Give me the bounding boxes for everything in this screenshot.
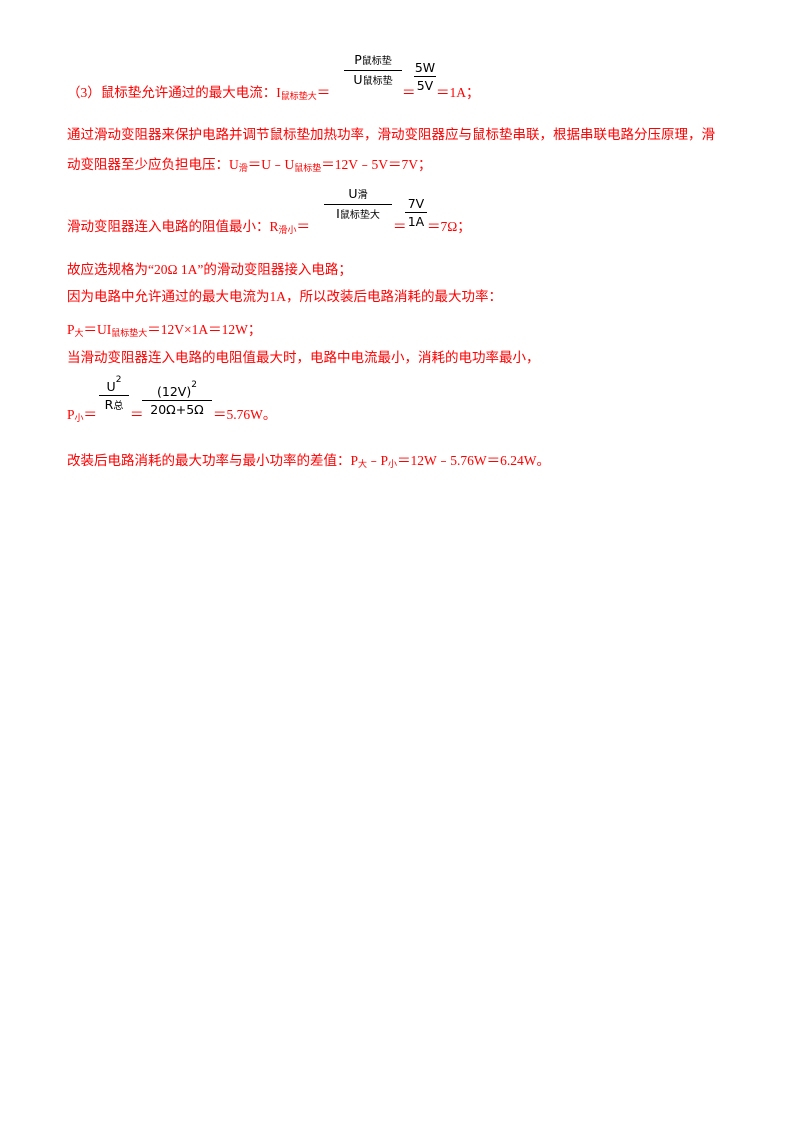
frac-num: (12V) <box>157 384 192 400</box>
text: ＝U﹣U <box>247 157 295 172</box>
subscript: 滑 <box>238 163 248 173</box>
text: 动变阻器至少应负担电压：U <box>67 157 239 172</box>
line-min-power: P小＝ <box>67 407 97 424</box>
line-selection: 故应选规格为“20Ω 1A”的滑动变阻器接入电路； <box>67 262 352 278</box>
text: P <box>67 407 75 422</box>
frac-num: P <box>354 52 362 67</box>
equals-4: ＝ <box>393 219 407 235</box>
text: 改装后电路消耗的最大功率与最小功率的差值：P <box>67 453 359 468</box>
frac-den: 5V <box>416 78 434 93</box>
frac-num: 5W <box>414 60 436 75</box>
result: ＝5.76W。 <box>213 407 277 422</box>
equals: ＝ <box>130 407 144 422</box>
line-voltage: 动变阻器至少应负担电压：U滑＝U﹣U鼠标垫＝12V﹣5V＝7V； <box>67 157 432 174</box>
frac-num: U <box>348 186 358 201</box>
frac-num-sub: 鼠标垫 <box>361 56 392 67</box>
result: ＝1A； <box>436 85 480 100</box>
frac-den: I <box>336 206 340 221</box>
equals: ＝ <box>83 407 98 422</box>
text: ＝12V×1A＝12W； <box>147 322 262 337</box>
frac-num: 7V <box>407 196 425 211</box>
subscript: 鼠标垫大 <box>280 91 317 101</box>
fraction-5w-5v: 5W 5V <box>414 60 436 93</box>
line-max-power-intro: 因为电路中允许通过的最大电流为1A，所以改装后电路消耗的最大功率： <box>67 289 502 305</box>
text: ﹣P <box>367 453 389 468</box>
text: P <box>67 322 75 337</box>
subscript: 鼠标垫 <box>294 163 322 173</box>
frac-den: 1A <box>407 214 425 229</box>
text: 滑动变阻器连入电路的阻值最小：R <box>67 219 279 234</box>
text: 当滑动变阻器连入电路的电阻值最大时，电路中电流最小，消耗的电功率最小， <box>67 350 540 365</box>
result: ＝7Ω； <box>427 219 471 234</box>
subscript: 小 <box>74 413 84 423</box>
text: ＝12V﹣5V＝7V； <box>321 157 432 172</box>
text: 通过滑动变阻器来保护电路并调节鼠标垫加热功率，滑动变阻器应与鼠标垫串联，根据串联… <box>67 127 715 142</box>
frac-num: U <box>106 379 116 395</box>
text: （3）鼠标垫允许通过的最大电流：I <box>67 85 281 100</box>
result-5-76w: ＝5.76W。 <box>213 407 276 423</box>
frac-den-sub: 总 <box>113 401 124 413</box>
line-power-difference: 改装后电路消耗的最大功率与最小功率的差值：P大﹣P小＝12W﹣5.76W＝6.2… <box>67 453 550 470</box>
frac-den: R <box>104 397 114 413</box>
subscript: 大 <box>358 459 368 469</box>
equals: ＝ <box>296 219 311 234</box>
subscript: 鼠标垫大 <box>111 328 148 338</box>
text: 故应选规格为“20Ω 1A”的滑动变阻器接入电路； <box>67 262 352 277</box>
frac-den-sub: 鼠标垫 <box>362 76 393 87</box>
equals: ＝ <box>316 85 331 100</box>
line-max-power: P大＝UI鼠标垫大＝12V×1A＝12W； <box>67 322 261 339</box>
frac-den: 20Ω+5Ω <box>150 402 204 418</box>
result-7ohm: ＝7Ω； <box>427 219 471 235</box>
line-min-resistance: 滑动变阻器连入电路的阻值最小：R滑小＝ <box>67 219 310 236</box>
text: ＝12W﹣5.76W＝6.24W。 <box>397 453 551 468</box>
subscript: 滑小 <box>278 225 297 235</box>
frac-den: U <box>353 72 363 87</box>
frac-num-sub: 滑 <box>357 190 368 201</box>
subscript: 大 <box>74 328 84 338</box>
equals: ＝ <box>393 219 407 234</box>
fraction-p-over-u: P鼠标垫 U鼠标垫 <box>344 52 402 89</box>
text: 因为电路中允许通过的最大电流为1A，所以改装后电路消耗的最大功率： <box>67 289 502 304</box>
result-1a: ＝1A； <box>436 85 480 101</box>
fraction-12v2-over-25ohm: (12V)2 20Ω+5Ω <box>142 380 212 418</box>
line-max-current: （3）鼠标垫允许通过的最大电流：I鼠标垫大＝ <box>67 85 330 102</box>
text: ＝UI <box>83 322 112 337</box>
fraction-u2-over-r: U2 R总 <box>99 375 129 414</box>
line-min-power-intro: 当滑动变阻器连入电路的电阻值最大时，电路中电流最小，消耗的电功率最小， <box>67 350 540 366</box>
frac-num-sup: 2 <box>115 375 122 385</box>
fraction-7v-1a: 7V 1A <box>405 196 427 229</box>
equals-2: ＝ <box>402 85 416 101</box>
equals-9: ＝ <box>130 407 144 423</box>
fraction-u-over-i: U滑 I鼠标垫大 <box>324 186 392 223</box>
subscript: 小 <box>388 459 398 469</box>
frac-den-sub: 鼠标垫大 <box>339 210 380 221</box>
line-series-explanation: 通过滑动变阻器来保护电路并调节鼠标垫加热功率，滑动变阻器应与鼠标垫串联，根据串联… <box>67 127 715 143</box>
equals: ＝ <box>402 85 416 100</box>
frac-num-sup: 2 <box>191 380 197 390</box>
